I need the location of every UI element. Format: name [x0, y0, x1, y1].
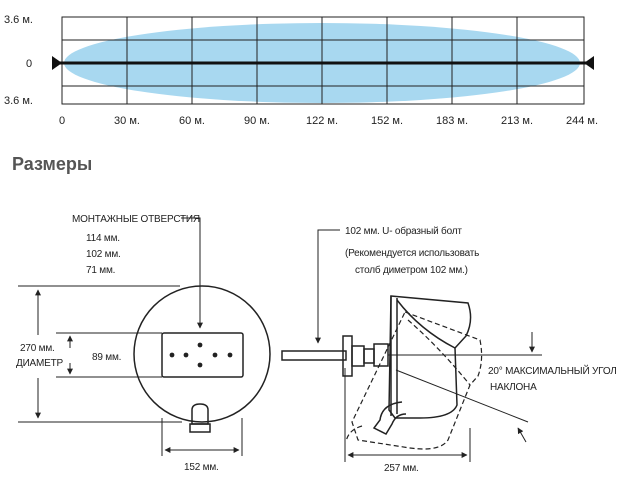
clamp-nut-right	[363, 348, 375, 364]
diameter-value: 270 мм.	[20, 343, 55, 354]
y-label-bottom: 3.6 м.	[4, 95, 33, 107]
mounting-pole	[281, 350, 347, 361]
mounting-holes-title: МОНТАЖНЫЕ ОТВЕРСТИЯ	[72, 214, 200, 225]
y-label-middle: 0	[26, 58, 32, 70]
swivel-base	[191, 403, 209, 425]
swivel-nut	[189, 423, 211, 433]
x-label-183: 183 м.	[436, 115, 468, 127]
mounting-plate	[161, 332, 244, 378]
diameter-label: ДИАМЕТР	[16, 358, 64, 369]
tilt-angle-line-1: 20° МАКСИМАЛЬНЫЙ УГОЛ	[488, 364, 617, 377]
u-bolt-clamp	[342, 335, 353, 377]
beam-right-emitter	[584, 56, 594, 70]
side-swivel	[372, 401, 407, 435]
x-label-213: 213 м.	[501, 115, 533, 127]
tilt-angle-line-2: НАКЛОНА	[490, 382, 537, 393]
front-view-drawing	[133, 285, 271, 433]
front-view-dimensions	[18, 217, 243, 456]
mounting-holes	[169, 342, 233, 368]
mounting-hole-value-3: 71 мм.	[86, 265, 115, 276]
x-label-90: 90 м.	[244, 115, 270, 127]
x-label-152: 152 м.	[371, 115, 403, 127]
housing-lens-curve	[396, 299, 456, 349]
x-label-60: 60 м.	[179, 115, 205, 127]
bolt-note-line-3: столб диметром 102 мм.)	[355, 264, 468, 276]
base-width-value: 152 мм.	[184, 462, 219, 473]
lamp-housing-circle	[133, 285, 271, 423]
dimensions-heading: Размеры	[12, 154, 93, 174]
clamp-nut-left	[351, 345, 365, 367]
beam-chart: 3.6 м. 0 3.6 м. 0 30 м. 60 м. 90 м. 122 …	[4, 14, 598, 127]
bolt-note-line-2: (Рекомендуется использовать	[345, 248, 479, 259]
mounting-hole-value-2: 102 мм.	[86, 249, 121, 260]
side-view-drawing	[281, 295, 472, 435]
mounting-hole-value-1: 114 мм.	[86, 233, 120, 244]
swivel-bracket	[373, 343, 389, 367]
beam-grid	[61, 16, 585, 105]
depth-value: 257 мм.	[384, 463, 419, 474]
tilted-housing-outline	[345, 311, 483, 450]
plate-height-value: 89 мм.	[92, 352, 121, 363]
lamp-housing-side	[388, 295, 472, 419]
x-label-0: 0	[59, 115, 65, 127]
side-view-dimensions	[315, 229, 542, 462]
x-label-30: 30 м.	[114, 115, 140, 127]
y-label-top: 3.6 м.	[4, 14, 33, 26]
x-label-122: 122 м.	[306, 115, 338, 127]
x-label-244: 244 м.	[566, 115, 598, 127]
bolt-note-line-1: 102 мм. U- образный болт	[345, 225, 462, 237]
beam-left-emitter	[52, 56, 62, 70]
